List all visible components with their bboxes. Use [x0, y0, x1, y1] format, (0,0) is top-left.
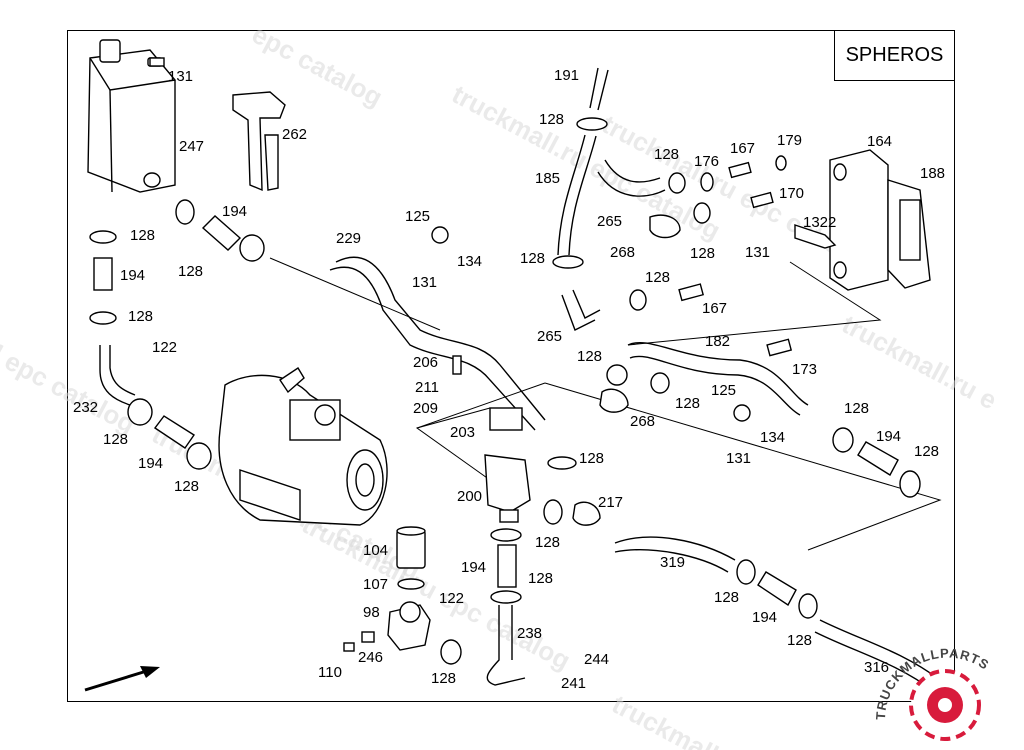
part-number-label: 128 — [528, 570, 553, 587]
part-number-label: 246 — [358, 649, 383, 666]
part-number-label: 241 — [561, 675, 586, 692]
part-labels: 131 247 262 194 128 128 194 128 122 232 … — [73, 67, 945, 692]
part-number-label: 125 — [405, 208, 430, 225]
part-number-label: 262 — [282, 126, 307, 143]
part-number-label: 200 — [457, 488, 482, 505]
part-number-label: 128 — [539, 111, 564, 128]
part-number-label: 167 — [702, 300, 727, 317]
watermark: l epc catalog — [0, 339, 140, 439]
part-number-label: 191 — [554, 67, 579, 84]
part-number-label: 98 — [363, 604, 380, 621]
part-number-label: 176 — [694, 153, 719, 170]
part-number-label: 128 — [535, 534, 560, 551]
part-number-label: 107 — [363, 576, 388, 593]
part-number-label: 268 — [630, 413, 655, 430]
part-number-label: 268 — [610, 244, 635, 261]
part-number-label: 182 — [705, 333, 730, 350]
part-number-label: 319 — [660, 554, 685, 571]
part-number-label: 131 — [168, 68, 193, 85]
heat-exchanger — [829, 149, 931, 291]
short-hoses — [93, 215, 899, 607]
part-number-label: 128 — [520, 250, 545, 267]
part-number-label: 316 — [864, 659, 889, 676]
part-number-label: 104 — [363, 542, 388, 559]
part-number-label: 211 — [415, 379, 439, 396]
part-number-label: 179 — [777, 132, 802, 149]
part-number-label: 209 — [413, 400, 438, 417]
part-number-label: 206 — [413, 354, 438, 371]
part-number-label: 167 — [730, 140, 755, 157]
part-number-label: 217 — [598, 494, 623, 511]
part-number-label: 1322 — [803, 214, 836, 231]
part-number-label: 131 — [412, 274, 437, 291]
part-number-label: 134 — [457, 253, 482, 270]
part-number-label: 128 — [431, 670, 456, 687]
part-number-label: 128 — [654, 146, 679, 163]
part-number-label: 229 — [336, 230, 361, 247]
part-number-label: 122 — [152, 339, 177, 356]
part-number-label: 247 — [179, 138, 204, 155]
part-number-label: 134 — [760, 429, 785, 446]
heater-unit — [218, 367, 388, 526]
part-number-label: 265 — [537, 328, 562, 345]
part-number-label: 170 — [779, 185, 804, 202]
part-number-label: 128 — [579, 450, 604, 467]
part-number-label: 194 — [120, 267, 145, 284]
part-number-label: 194 — [876, 428, 901, 445]
part-number-label: 194 — [461, 559, 486, 576]
fittings — [149, 57, 837, 526]
part-number-label: 244 — [584, 651, 609, 668]
part-number-label: 203 — [450, 424, 475, 441]
watermark: truckmall.ru epc catalog — [297, 509, 575, 676]
part-number-label: 131 — [745, 244, 770, 261]
part-number-label: 128 — [675, 395, 700, 412]
part-number-label: 128 — [577, 348, 602, 365]
part-number-label: 194 — [222, 203, 247, 220]
hoses — [99, 67, 941, 693]
hose-clamps — [89, 117, 921, 665]
diagram-frame — [67, 30, 955, 702]
part-number-label: 131 — [726, 450, 751, 467]
part-number-label: 128 — [844, 400, 869, 417]
part-number-label: 128 — [690, 245, 715, 262]
part-number-label: 110 — [318, 664, 342, 681]
part-number-label: 122 — [439, 590, 464, 607]
part-number-label: 128 — [130, 227, 155, 244]
part-number-label: 125 — [711, 382, 736, 399]
leader-lines — [269, 257, 942, 551]
part-number-label: 238 — [517, 625, 542, 642]
part-number-label: 128 — [174, 478, 199, 495]
part-number-label: 173 — [792, 361, 817, 378]
fuel-filter — [343, 526, 431, 652]
part-number-label: 265 — [597, 213, 622, 230]
part-number-label: 128 — [787, 632, 812, 649]
brand-label: SPHEROS — [834, 31, 954, 81]
part-number-label: 232 — [73, 399, 98, 416]
part-number-label: 128 — [645, 269, 670, 286]
part-number-label: 185 — [535, 170, 560, 187]
part-number-label: 194 — [138, 455, 163, 472]
part-number-label: 128 — [103, 431, 128, 448]
part-number-label: 194 — [752, 609, 777, 626]
valve — [484, 407, 531, 523]
part-number-label: 188 — [920, 165, 945, 182]
part-number-label: 128 — [178, 263, 203, 280]
arrow-icon — [84, 666, 160, 692]
part-number-label: 164 — [867, 133, 892, 150]
part-number-label: 128 — [128, 308, 153, 325]
brand-logo: TRUCKMALLPARTS — [873, 645, 991, 741]
part-number-label: 128 — [714, 589, 739, 606]
part-number-label: 128 — [914, 443, 939, 460]
watermark: truckmall.ru — [607, 689, 752, 750]
bracket — [232, 91, 286, 192]
